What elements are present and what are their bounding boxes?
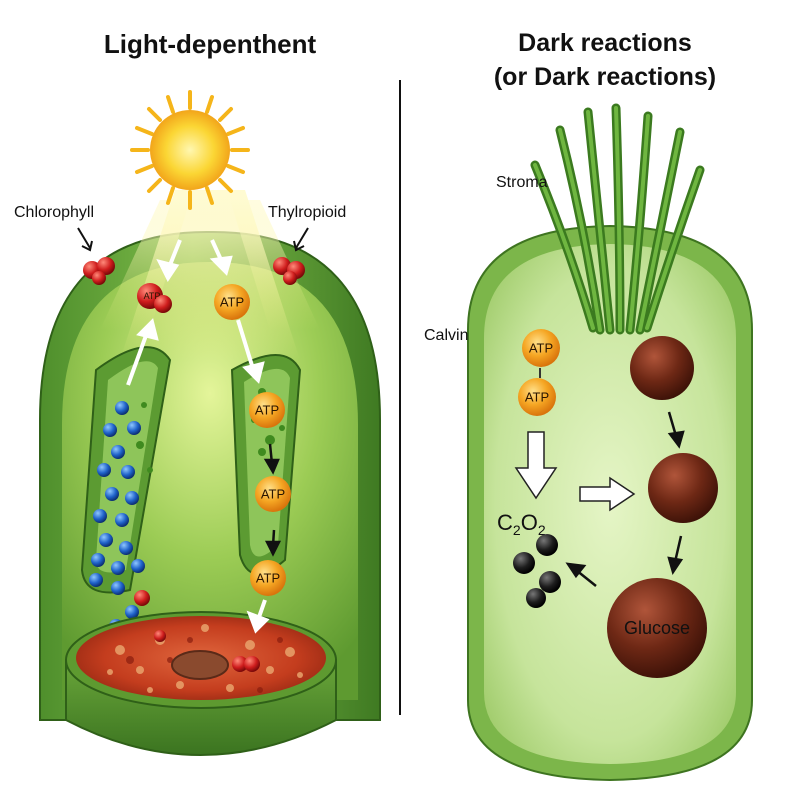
hollow-down-arrow bbox=[514, 431, 558, 500]
stroma-disc bbox=[65, 611, 337, 756]
glucose-molecule: Glucose bbox=[607, 578, 707, 678]
stroma-fibers bbox=[530, 103, 705, 335]
atp-molecule-3: ATP bbox=[255, 476, 291, 512]
stroma-label: Stroma bbox=[496, 174, 548, 191]
chlorophyll-label: Chlorophyll bbox=[14, 204, 94, 221]
thylakoid-label: Thylropioid bbox=[268, 204, 346, 221]
chlorophyll-pointer-arrow bbox=[77, 227, 93, 252]
calvin-flow-arrows bbox=[565, 411, 685, 587]
atp-molecule-4: ATP bbox=[250, 560, 286, 596]
co2-black-molecules bbox=[513, 534, 561, 608]
atp-label-3: ATP bbox=[261, 487, 285, 502]
calvin-label: Calvin bbox=[424, 327, 468, 344]
right-atp-molecule-2: ATP bbox=[518, 378, 556, 416]
right-atp-molecule-1: ATP bbox=[522, 329, 560, 367]
atp-flow-arrows bbox=[263, 443, 282, 557]
brown-molecule-middle bbox=[648, 453, 718, 523]
hollow-right-arrow bbox=[579, 476, 636, 512]
atp-small-molecule: ATP bbox=[137, 283, 172, 313]
sun-icon bbox=[130, 90, 250, 210]
glucose-label: Glucose bbox=[624, 618, 690, 638]
atp-molecule-1: ATP bbox=[214, 284, 250, 320]
chlorophyll-cluster-left bbox=[83, 257, 115, 285]
c2o2-label: C2O2 bbox=[497, 510, 546, 538]
right-panel-title-line1: Dark reactions bbox=[518, 29, 692, 57]
left-panel-title: Light-depenthent bbox=[104, 29, 317, 59]
brown-molecule-top bbox=[630, 336, 694, 400]
atp-to-disc-arrow bbox=[246, 599, 270, 634]
right-atp-label-1: ATP bbox=[529, 341, 553, 356]
atp-molecule-2: ATP bbox=[249, 392, 285, 428]
atp-label-2: ATP bbox=[255, 403, 279, 418]
right-panel-title-line2: (or Dark reactions) bbox=[494, 63, 716, 91]
thylakoid-pointer-arrow bbox=[293, 227, 309, 252]
light-arrows bbox=[126, 239, 265, 386]
atp-label-4: ATP bbox=[256, 571, 280, 586]
chlorophyll-cluster-right bbox=[273, 257, 305, 285]
atp-label-1: ATP bbox=[220, 295, 244, 310]
blue-ion-particles bbox=[89, 401, 147, 637]
light-beams bbox=[100, 190, 320, 360]
right-atp-label-2: ATP bbox=[525, 390, 549, 405]
atp-small-label: ATP bbox=[144, 291, 161, 301]
